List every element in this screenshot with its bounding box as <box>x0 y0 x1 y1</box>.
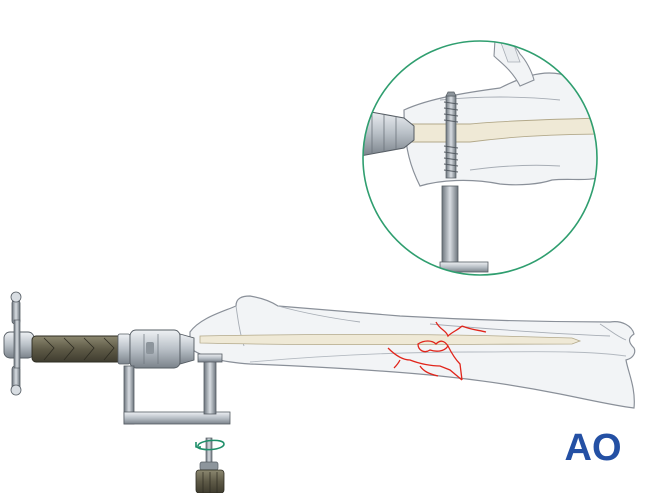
ao-logo: AO <box>565 427 622 469</box>
screwdriver <box>195 437 225 493</box>
logo-text: AO <box>565 427 622 469</box>
zoom-chuck <box>363 109 415 157</box>
clamp-frame <box>123 353 231 425</box>
main-view <box>3 291 636 493</box>
fracture-lines <box>387 321 487 381</box>
t-handle <box>3 291 35 396</box>
rotation-arrow-icon <box>195 439 225 451</box>
handle-grip <box>31 333 131 365</box>
bone-contour-lower <box>249 351 627 363</box>
intramedullary-nail <box>199 334 582 346</box>
bone-body <box>189 295 636 409</box>
magnified-view <box>362 40 598 276</box>
nail-chuck <box>129 329 195 369</box>
zoom-screw <box>439 91 489 273</box>
magnifier-circle <box>362 40 598 276</box>
bone-main <box>189 295 636 409</box>
bone-contour <box>235 305 627 347</box>
